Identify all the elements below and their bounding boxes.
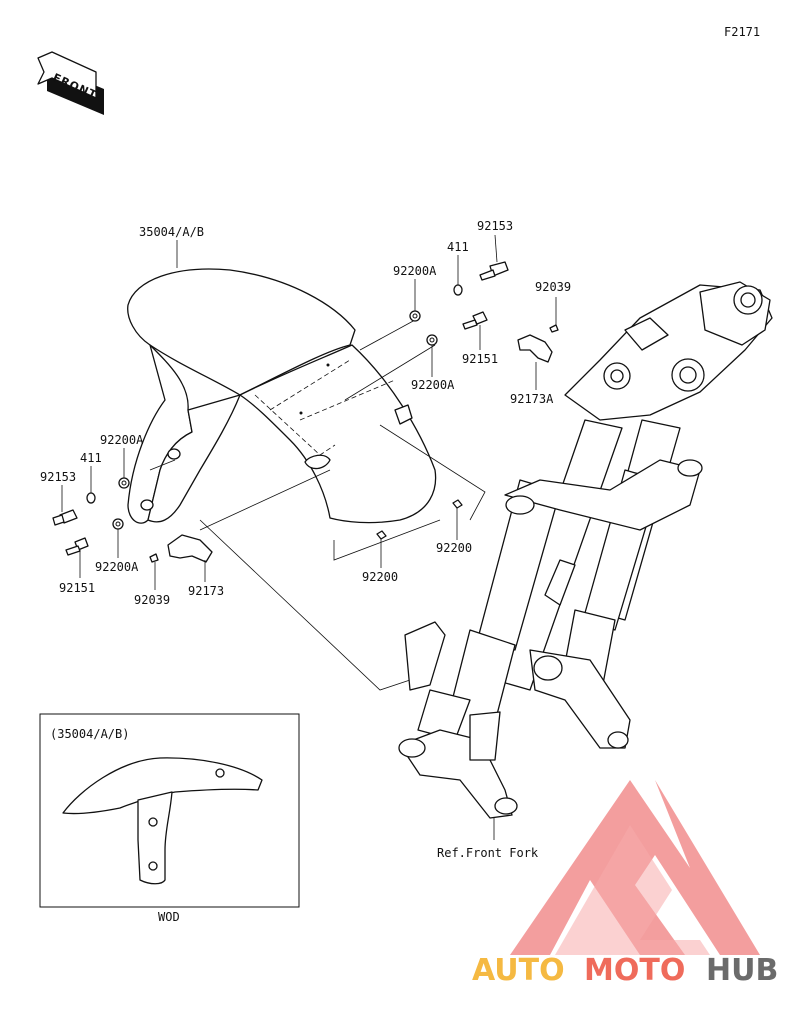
inset-variant-box: (35004/A/B) WOD <box>39 713 300 924</box>
label-bolt-mid: 92151 <box>462 352 498 366</box>
front-fender-illustration <box>127 268 437 524</box>
label-collar-left: 411 <box>80 451 102 465</box>
label-bolt-top: 92153 <box>477 219 513 233</box>
label-washer-left-low: 92200A <box>95 560 139 574</box>
inset-caption: WOD <box>158 910 180 924</box>
front-fork-illustration <box>398 281 773 819</box>
label-ref-front-fork: Ref.Front Fork <box>437 846 539 860</box>
label-fender: 35004/A/B <box>139 225 204 239</box>
hardware-top-right <box>376 234 559 568</box>
label-washer-top: 92200A <box>393 264 437 278</box>
label-bolt-left-low: 92151 <box>59 581 95 595</box>
label-screw-left: 92039 <box>134 593 170 607</box>
label-washer-left: 92200A <box>100 433 144 447</box>
label-nut-right: 92200 <box>436 541 472 555</box>
label-collar-top: 411 <box>447 240 469 254</box>
inset-title: (35004/A/B) <box>50 727 129 741</box>
label-clamp-right: 92173A <box>510 392 554 406</box>
label-clamp-left: 92173 <box>188 584 224 598</box>
assembly-lines <box>149 319 486 691</box>
watermark-brand-hub: HUB <box>706 953 778 988</box>
front-arrow-icon: FRONT <box>37 51 104 115</box>
label-nut-center: 92200 <box>362 570 398 584</box>
watermark-brand-auto: AUTO <box>472 953 565 988</box>
label-screw-right: 92039 <box>535 280 571 294</box>
label-washer-mid: 92200A <box>411 378 455 392</box>
figure-code: F2171 <box>724 25 760 39</box>
label-bolt-left: 92153 <box>40 470 76 484</box>
logo-mark <box>510 780 760 955</box>
hardware-left <box>52 448 213 590</box>
automotohub-logo <box>510 780 760 955</box>
watermark-brand-moto: MOTO <box>584 953 685 988</box>
